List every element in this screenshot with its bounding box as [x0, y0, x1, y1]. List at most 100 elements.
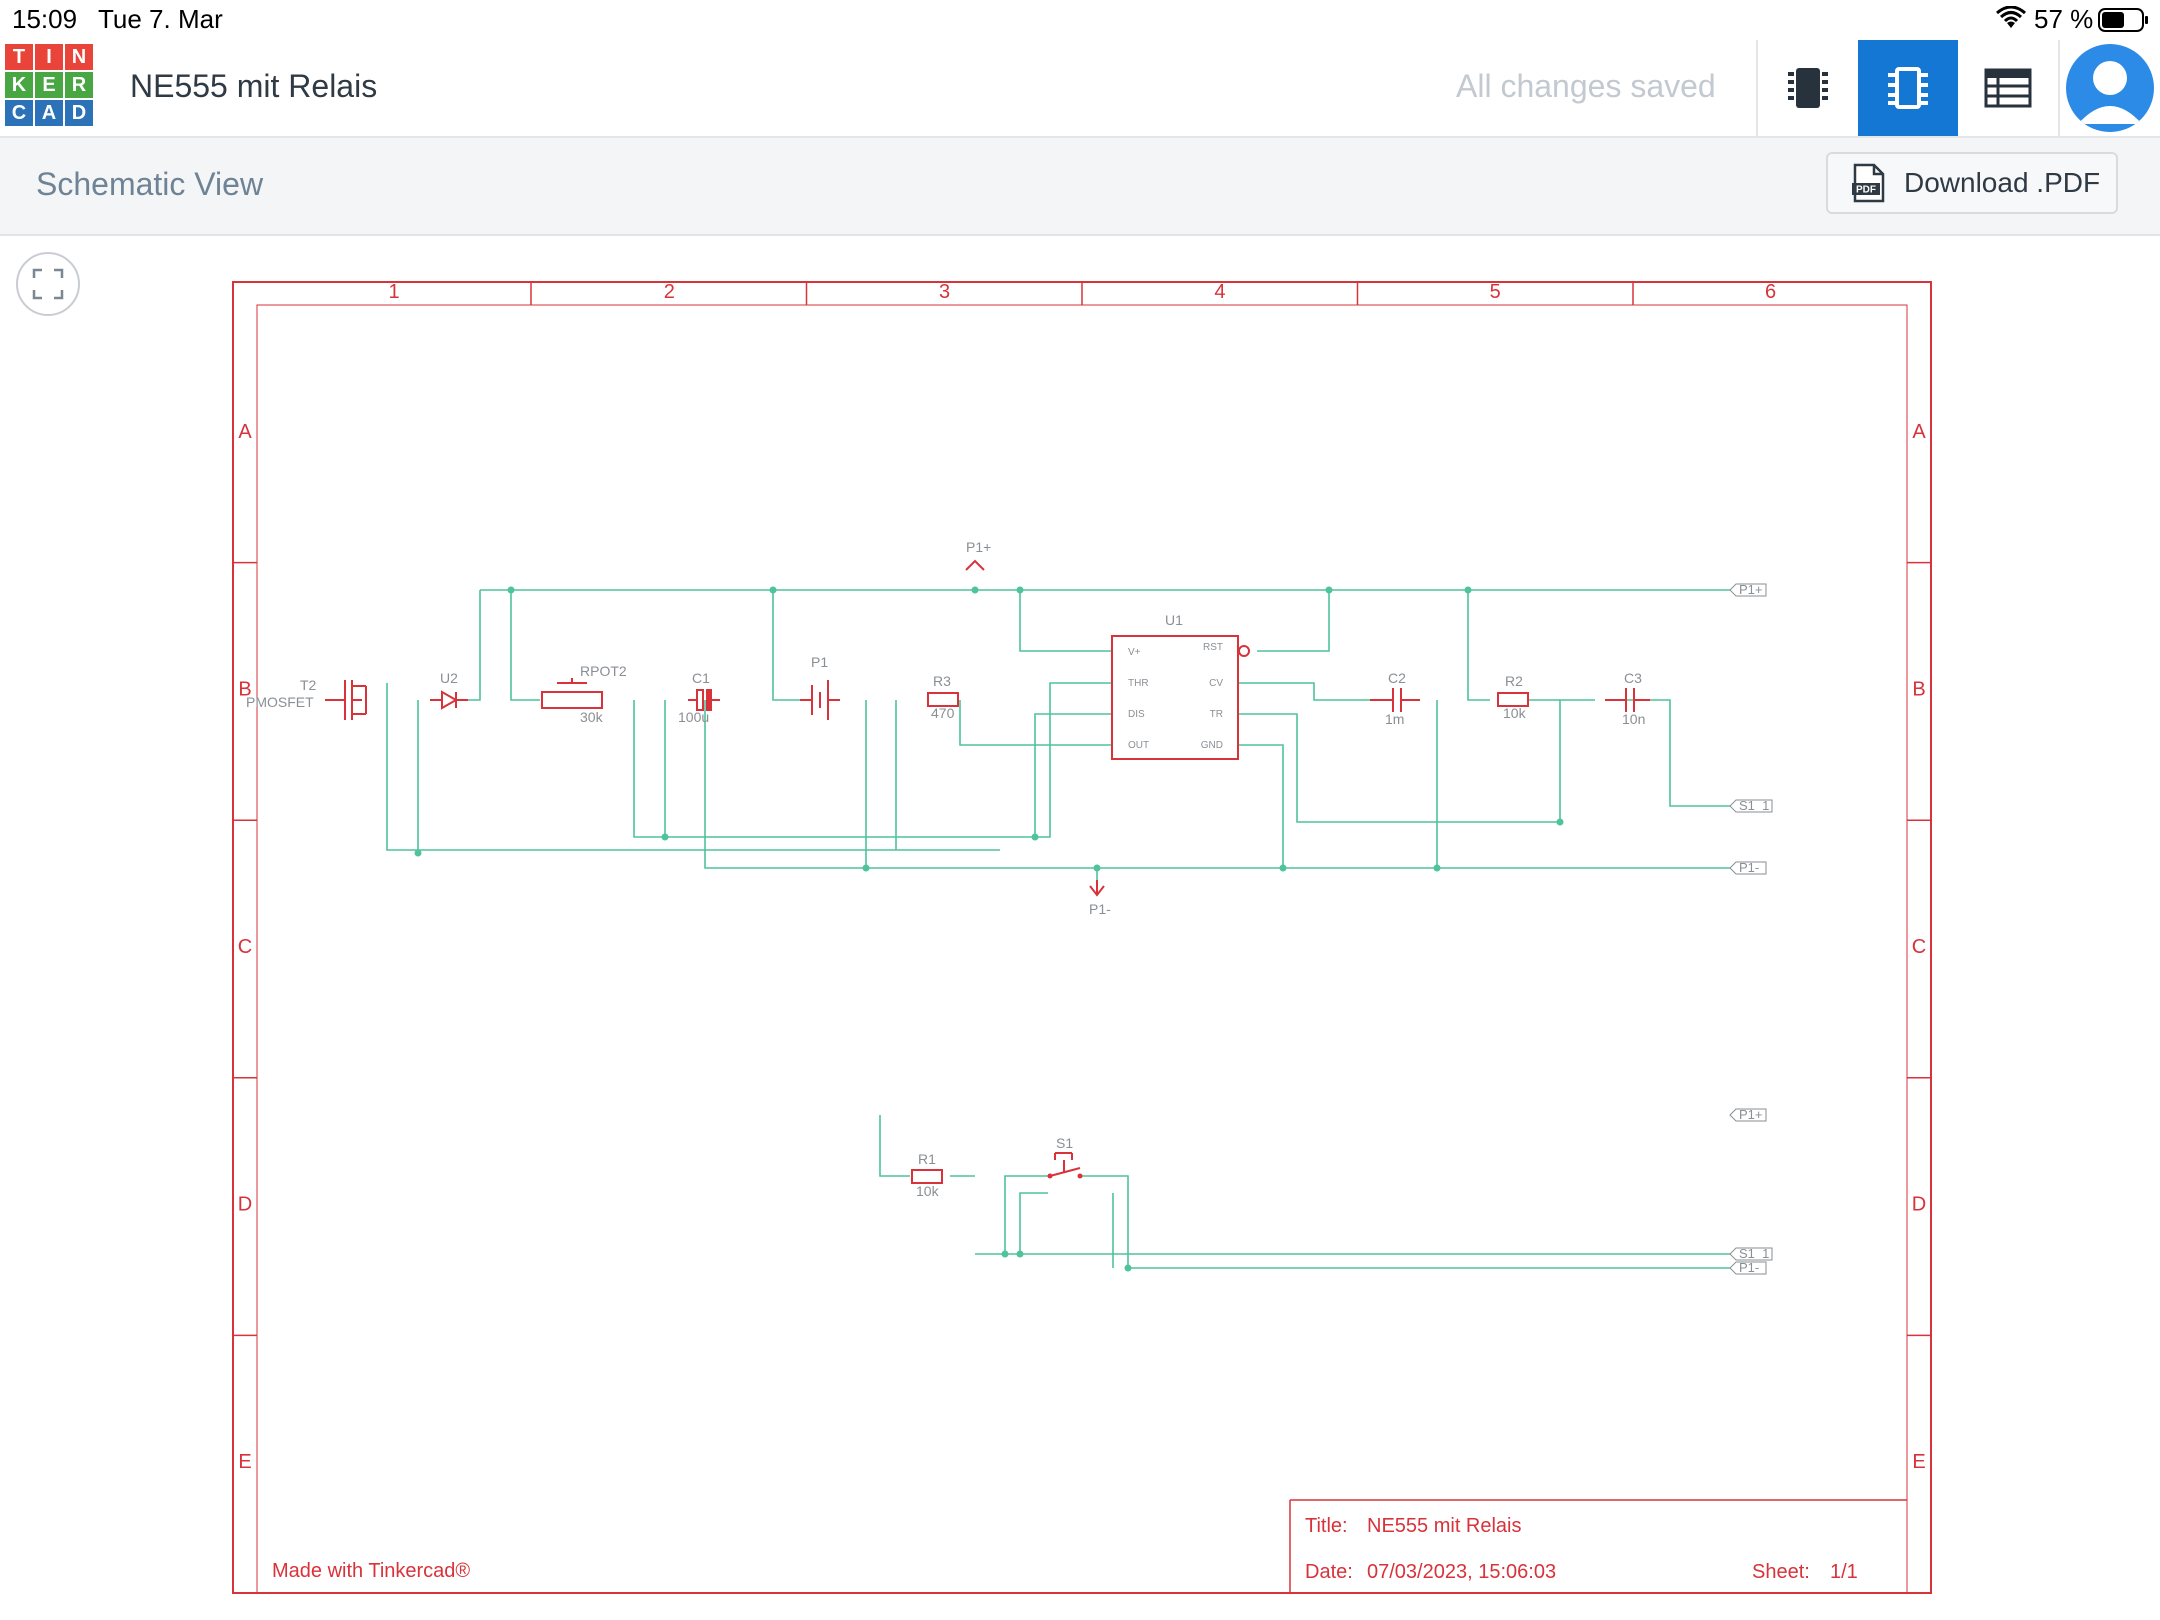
status-date: Tue 7. Mar: [98, 4, 223, 34]
grid-row-label: E: [1912, 1451, 1925, 1473]
sheet-label: Sheet:: [1752, 1561, 1810, 1583]
title-block: Made with Tinkercad® Title: NE555 mit Re…: [272, 1515, 1858, 1583]
component-symbols: [325, 559, 1650, 1184]
title-label: Title:: [1305, 1515, 1348, 1537]
mosfet-t2-symbol: [325, 680, 367, 720]
logo-letter: R: [65, 72, 93, 98]
r3-ref: R3: [933, 673, 951, 689]
t2-ref: T2: [300, 677, 317, 693]
r2-value: 10k: [1503, 705, 1527, 721]
grid-row-label: C: [1912, 936, 1926, 958]
download-pdf-button[interactable]: PDF Download .PDF: [1826, 152, 2118, 214]
diode-u2-symbol: [430, 690, 468, 710]
battery-icon: [2098, 8, 2150, 37]
breadboard-chip-icon: [1788, 68, 1828, 108]
u1-pin-rst: RST: [1203, 642, 1223, 653]
component-list-button[interactable]: [1958, 40, 2058, 136]
net-label-flags: [1729, 583, 1773, 1275]
potentiometer-rpot2-symbol: [541, 678, 603, 709]
u1-pin-dis: DIS: [1128, 709, 1145, 720]
grid-row-label: A: [238, 421, 252, 443]
save-status: All changes saved: [1456, 68, 1716, 104]
u1-pin-tr: TR: [1210, 709, 1223, 720]
grid-row-label: A: [1912, 421, 1926, 443]
ground-label-p1-minus: P1-: [1089, 901, 1111, 917]
r3-value: 470: [931, 705, 955, 721]
drawing-frame: [232, 281, 1932, 1594]
c2-value: 1m: [1385, 711, 1404, 727]
capacitor-c2-symbol: [1370, 688, 1420, 712]
grid-row-label: D: [1912, 1194, 1926, 1216]
c1-value: 100u: [678, 709, 709, 725]
title-value: NE555 mit Relais: [1367, 1515, 1522, 1537]
u1-pin-labels: V+ THR DIS OUT RST CV TR GND: [1128, 642, 1223, 751]
user-icon: [2078, 61, 2142, 124]
u2-ref: U2: [440, 670, 458, 686]
logo-letter: K: [5, 72, 33, 98]
component-labels: T2 PMOSFET U2 RPOT2 30k C1 100u P1 R3 47…: [246, 612, 1645, 1199]
grid-row-label: B: [238, 679, 251, 701]
user-avatar[interactable]: [2066, 44, 2154, 132]
junction-dots: [1047, 1173, 1083, 1179]
logo-letter: C: [5, 100, 33, 126]
ic-u1-symbol: [1111, 635, 1250, 760]
logo-letter: D: [65, 100, 93, 126]
date-value: 07/03/2023, 15:06:03: [1367, 1561, 1556, 1583]
ground-symbol-p1-minus: [1089, 880, 1105, 897]
c3-value: 10n: [1622, 711, 1645, 727]
c3-ref: C3: [1624, 670, 1642, 686]
status-time: 15:09: [12, 4, 78, 34]
capacitor-c3-symbol: [1605, 688, 1650, 712]
net-label-p1-minus: P1-: [1739, 1260, 1759, 1275]
net-label-p1-minus: P1-: [1739, 860, 1759, 875]
resistor-r3-symbol: [927, 692, 959, 707]
switch-s1-symbol: [1049, 1152, 1081, 1177]
net-label-s1: S1_1: [1739, 798, 1769, 813]
battery-p1-symbol: [800, 680, 840, 720]
u1-pin-gnd: GND: [1201, 740, 1223, 751]
wires: [386, 589, 1735, 1269]
grid-row-label: C: [238, 936, 252, 958]
net-label-p1-plus: P1+: [1739, 582, 1763, 597]
u1-pin-vplus: V+: [1128, 647, 1141, 658]
power-label-p1-plus: P1+: [966, 539, 991, 555]
view-title: Schematic View: [36, 166, 264, 202]
project-title[interactable]: NE555 mit Relais: [130, 68, 378, 104]
circuit-view-button[interactable]: [1758, 40, 1858, 136]
svg-text:PDF: PDF: [1856, 185, 1876, 196]
fullscreen-button[interactable]: [16, 252, 80, 316]
rpot2-value: 30k: [580, 709, 604, 725]
rpot2-ref: RPOT2: [580, 663, 627, 679]
r2-ref: R2: [1505, 673, 1523, 689]
s1-ref: S1: [1056, 1135, 1073, 1151]
power-symbol-p1-plus: [965, 559, 985, 571]
logo-letter: I: [35, 44, 63, 70]
u1-pin-thr: THR: [1128, 678, 1149, 689]
c2-ref: C2: [1388, 670, 1406, 686]
grid-column-label: 6: [1765, 281, 1776, 303]
status-bar: 15:09 Tue 7. Mar 57 %: [0, 0, 2160, 40]
logo-letter: N: [65, 44, 93, 70]
grid-row-label: B: [1912, 679, 1925, 701]
logo-letter: A: [35, 100, 63, 126]
grid-column-label: 3: [939, 281, 950, 303]
divider: [1756, 40, 1758, 136]
battery-percent: 57 %: [2034, 4, 2094, 34]
resistor-r1-symbol: [911, 1169, 943, 1184]
pdf-file-icon: PDF: [1852, 163, 1885, 203]
r1-value: 10k: [916, 1183, 940, 1199]
download-pdf-label: Download .PDF: [1904, 167, 2101, 198]
grid-row-label: D: [238, 1194, 252, 1216]
grid-column-label: 5: [1490, 281, 1501, 303]
schematic-view-button[interactable]: [1858, 40, 1958, 136]
wifi-icon: [1996, 5, 2026, 35]
expand-icon: [32, 268, 64, 300]
u1-pin-out: OUT: [1128, 740, 1149, 751]
grid-row-label: E: [238, 1451, 251, 1473]
grid-column-label: 4: [1214, 281, 1225, 303]
logo-letter: E: [35, 72, 63, 98]
r1-ref: R1: [918, 1151, 936, 1167]
junctions: [414, 586, 1564, 1272]
